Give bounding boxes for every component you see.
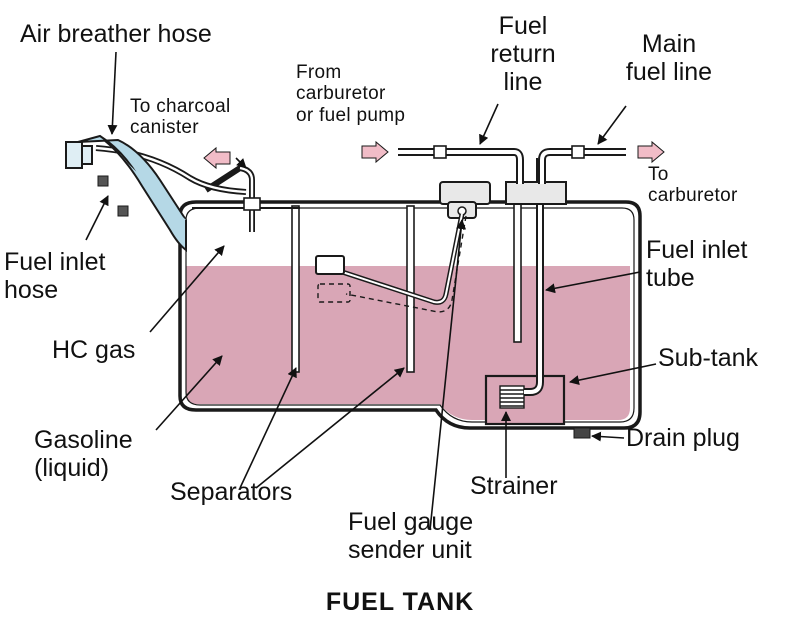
main-fuel-line-label: Main fuel line: [625, 30, 713, 86]
fuel-inlet-hose: [77, 134, 187, 251]
fuel-gauge-sender-unit-label: Fuel gauge sender unit: [348, 508, 474, 564]
return-tube-in-tank: [513, 195, 522, 343]
air-breather-hose-label: Air breather hose: [20, 20, 212, 48]
fuel-line-housing: [505, 181, 567, 205]
sender-unit-cap: [439, 181, 491, 205]
fuel-inlet-hose-label: Fuel inlet hose: [4, 248, 106, 304]
to-charcoal-canister-label: To charcoal canister: [130, 96, 231, 139]
sub-tank-label: Sub-tank: [658, 344, 759, 372]
fuel-inlet-tube-label: Fuel inlet tube: [646, 236, 748, 292]
drain-plug: [573, 427, 591, 439]
leader-lines: [85, 51, 657, 531]
sub-tank: [484, 374, 566, 426]
strainer: [499, 385, 525, 409]
gasoline-liquid-label: Gasoline (liquid): [34, 426, 133, 482]
filler-cap: [65, 141, 83, 169]
hc-gas-label: HC gas: [52, 336, 136, 364]
to-carburetor-label: To carburetor: [648, 164, 738, 207]
from-carburetor-label: From carburetor or fuel pump: [296, 62, 406, 126]
separators-label: Separators: [170, 478, 293, 506]
strainer-label: Strainer: [470, 472, 558, 500]
fuel-return-line: [398, 148, 524, 184]
fuel-return-line-label: Fuel return line: [490, 12, 556, 96]
to-canister-arrow: [203, 146, 231, 170]
float: [315, 255, 345, 275]
from-carburetor-arrow: [361, 140, 389, 164]
to-carburetor-arrow: [637, 140, 665, 164]
diagram-title: FUEL TANK: [325, 588, 475, 616]
drain-plug-label: Drain plug: [626, 424, 740, 452]
hose-clamps: [97, 175, 129, 217]
